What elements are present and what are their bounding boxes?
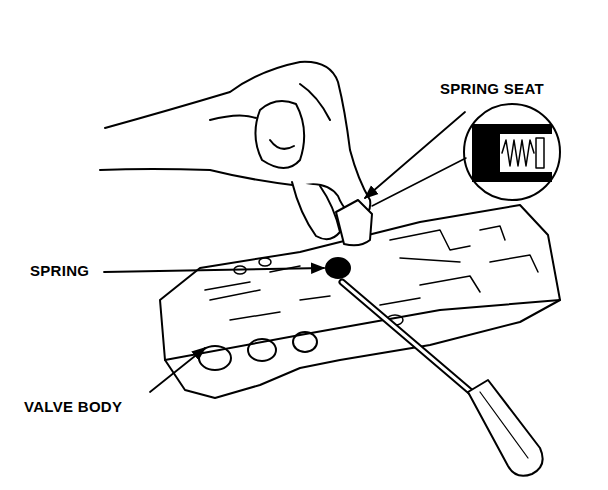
channel [380,255,538,305]
channel [230,296,330,320]
leader-line [104,268,324,272]
screwdriver-shaft [342,282,478,398]
fingernail [270,140,294,149]
screwdriver-handle [468,380,543,476]
screwdriver-shaft-fill [342,282,478,398]
inset-seat [536,138,544,168]
valve-body-edge [165,300,560,360]
channel [205,266,300,300]
finger [255,101,304,168]
channel [390,226,505,262]
port-hole [293,332,317,352]
inset-spring [502,140,534,166]
finger [292,182,340,239]
leader-line [372,158,466,206]
part-label: SPRING [30,262,89,279]
part-label: SPRING SEAT [440,80,544,97]
small-hole [259,258,271,266]
inset-body [472,124,552,182]
leader-line [150,348,205,392]
spring [326,258,350,278]
leader-line [365,112,465,198]
inset-circle [464,104,560,200]
finger-line [210,84,330,120]
part-label: VALVE BODY [24,398,122,415]
spring-seat [336,200,372,245]
hand [100,62,370,218]
port-hole [248,339,276,361]
handle-line [480,392,528,458]
